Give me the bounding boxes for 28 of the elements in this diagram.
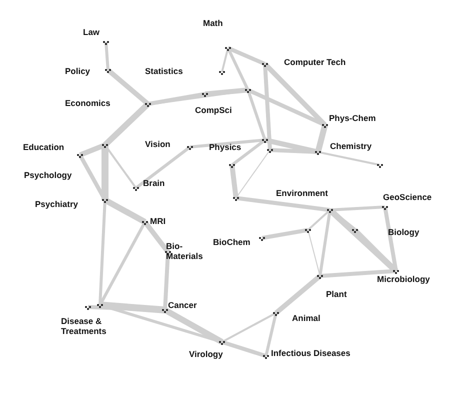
topic-label: Policy (65, 66, 90, 76)
topic-label: Physics (209, 142, 242, 152)
topic-label: Chemistry (330, 141, 372, 151)
topic-label: Animal (292, 313, 320, 323)
topic-label: Biology (388, 227, 420, 237)
topic-label: Cancer (168, 300, 197, 310)
topic-label: Economics (65, 98, 110, 108)
topic-label: Infectious Diseases (271, 348, 350, 358)
topic-label: Disease & Treatments (61, 316, 108, 336)
topic-label: Computer Tech (284, 57, 346, 67)
topic-label: Plant (326, 289, 347, 299)
topic-label: Environment (276, 188, 328, 198)
topic-label: Psychology (24, 170, 72, 180)
topic-label: Psychiatry (35, 199, 78, 209)
topic-label: Phys-Chem (329, 113, 376, 123)
topic-label: Bio-Materials (166, 241, 204, 261)
topic-label: MRI (150, 216, 166, 226)
topic-label: Statistics (145, 66, 183, 76)
topic-label: Microbiology (377, 274, 430, 284)
topic-label: Virology (189, 349, 223, 359)
topic-label: GeoScience (383, 192, 432, 202)
topic-label: Brain (143, 178, 165, 188)
topic-label: Law (83, 27, 100, 37)
topic-label: CompSci (195, 105, 232, 115)
topic-label: BioChem (213, 237, 250, 247)
topic-label: Education (23, 142, 64, 152)
topic-label: Vision (145, 139, 170, 149)
topic-label: Math (203, 18, 223, 28)
